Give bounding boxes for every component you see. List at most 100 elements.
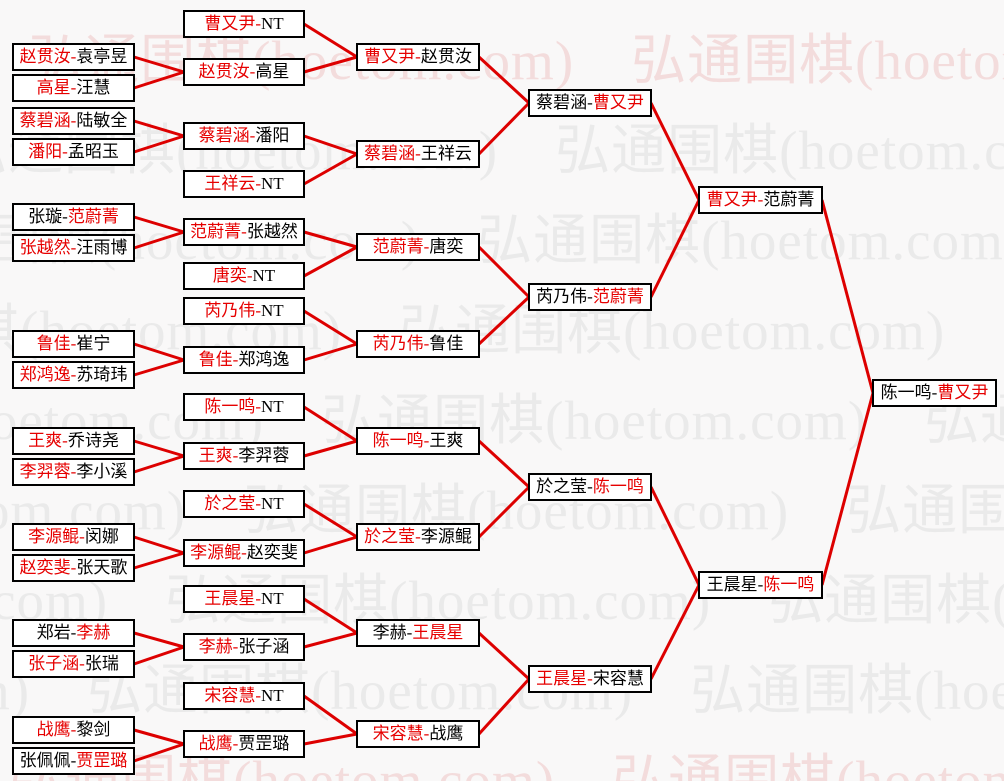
player2-name: NT — [261, 494, 284, 513]
match-dash: - — [232, 734, 239, 753]
match-dash: - — [79, 527, 85, 546]
match-box: 高星-汪慧 — [12, 74, 135, 102]
player2-name: 汪慧 — [76, 78, 111, 97]
player2-name: 鲁佳 — [429, 334, 464, 353]
player2-name: 李小溪 — [76, 462, 128, 481]
match-dash: - — [249, 126, 256, 145]
bracket-line — [477, 101, 531, 156]
player1-name: 李羿蓉 — [19, 462, 71, 481]
match-dash: - — [70, 751, 77, 770]
match-box: 郑鸿逸-苏琦玮 — [12, 361, 135, 389]
player1-name: 王晨星 — [706, 575, 758, 594]
player1-name: 张佩佩 — [19, 751, 71, 770]
player1-name: 范蔚菁 — [372, 237, 424, 256]
match-box: 李源鲲-闵娜 — [12, 523, 135, 551]
player1-name: 曹又尹 — [364, 47, 416, 66]
match-box: 芮乃伟-NT — [183, 297, 305, 325]
match-box: 王晨星-NT — [183, 585, 305, 613]
match-dash: - — [255, 174, 261, 193]
match-dash: - — [232, 350, 239, 369]
player2-name: 范蔚菁 — [763, 190, 815, 209]
player1-name: 李赫 — [198, 637, 233, 656]
match-box: 蔡碧涵-王祥云 — [356, 140, 480, 168]
match-dash: - — [70, 720, 77, 739]
player2-name: NT — [261, 589, 284, 608]
match-box: 曹又尹-赵贯汝 — [356, 43, 480, 71]
match-box: 李源鲲-赵奕斐 — [183, 539, 305, 567]
bracket-line — [649, 102, 701, 201]
match-box: 宋容慧-战鹰 — [356, 720, 480, 748]
match-dash: - — [255, 589, 261, 608]
match-box: 范蔚菁-唐奕 — [356, 233, 480, 261]
player1-name: 赵贯汝 — [198, 62, 250, 81]
bracket-line — [649, 199, 701, 298]
match-box: 芮乃伟-范蔚菁 — [528, 283, 652, 311]
player2-name: 乔诗尧 — [67, 431, 119, 450]
match-box: 李赫-王晨星 — [356, 619, 480, 647]
bracket-line — [477, 295, 531, 346]
bracket-line — [133, 454, 185, 474]
player2-name: 曹又尹 — [592, 93, 644, 112]
player1-name: 蔡碧涵 — [364, 144, 416, 163]
match-dash: - — [62, 142, 68, 161]
match-box: 宋容慧-NT — [183, 682, 305, 710]
player2-name: 潘阳 — [255, 126, 290, 145]
bracket-line — [303, 55, 358, 74]
bracket-line — [303, 405, 358, 443]
player2-name: 汪雨博 — [76, 238, 128, 257]
match-dash: - — [587, 669, 593, 688]
player2-name: 张子涵 — [238, 637, 290, 656]
match-dash: - — [255, 14, 261, 33]
player1-name: 张子涵 — [28, 654, 80, 673]
match-dash: - — [587, 287, 593, 306]
player2-name: 赵贯汝 — [420, 47, 472, 66]
match-dash: - — [70, 47, 77, 66]
player2-name: NT — [261, 14, 284, 33]
bracket-line — [303, 732, 358, 746]
match-dash: - — [241, 222, 247, 241]
player2-name: 李赫 — [76, 623, 111, 642]
match-box: 赵贯汝-高星 — [183, 58, 305, 86]
player1-name: 芮乃伟 — [372, 334, 424, 353]
player1-name: 芮乃伟 — [204, 301, 256, 320]
player1-name: 高星 — [36, 78, 71, 97]
player1-name: 宋容慧 — [204, 686, 256, 705]
player1-name: 张越然 — [19, 238, 71, 257]
player2-name: NT — [261, 686, 284, 705]
match-box: 芮乃伟-鲁佳 — [356, 330, 480, 358]
bracket-line — [303, 245, 358, 278]
bracket-line — [303, 535, 358, 555]
player2-name: 陈一鸣 — [763, 575, 815, 594]
bracket-line — [477, 245, 531, 299]
match-box: 唐奕-NT — [183, 262, 305, 290]
player1-name: 蔡碧涵 — [19, 111, 71, 130]
bracket-line — [649, 486, 701, 586]
player1-name: 潘阳 — [28, 142, 63, 161]
match-dash: - — [406, 623, 413, 642]
bracket-line — [133, 631, 185, 649]
bracket-line — [133, 551, 185, 570]
match-dash: - — [241, 543, 247, 562]
match-box: 陈一鸣-NT — [183, 393, 305, 421]
match-dash: - — [931, 383, 938, 402]
match-box: 张子涵-张瑞 — [12, 650, 135, 678]
match-box: 王晨星-陈一鸣 — [698, 571, 823, 599]
player2-name: 唐奕 — [429, 237, 464, 256]
player1-name: 於之莹 — [536, 477, 588, 496]
bracket-line — [133, 742, 185, 763]
match-dash: - — [70, 111, 77, 130]
bracket-line — [820, 392, 875, 586]
match-box: 赵贯汝-袁亭昱 — [12, 43, 135, 71]
player2-name: 宋容慧 — [592, 669, 644, 688]
match-box: 王爽-李羿蓉 — [183, 442, 305, 470]
player2-name: 张越然 — [246, 222, 298, 241]
bracket-line — [477, 55, 531, 105]
player2-name: 王爽 — [429, 431, 464, 450]
match-box: 蔡碧涵-潘阳 — [183, 122, 305, 150]
match-box: 王晨星-宋容慧 — [528, 665, 652, 693]
player1-name: 李赫 — [372, 623, 407, 642]
player1-name: 战鹰 — [198, 734, 233, 753]
match-box: 蔡碧涵-曹又尹 — [528, 89, 652, 117]
